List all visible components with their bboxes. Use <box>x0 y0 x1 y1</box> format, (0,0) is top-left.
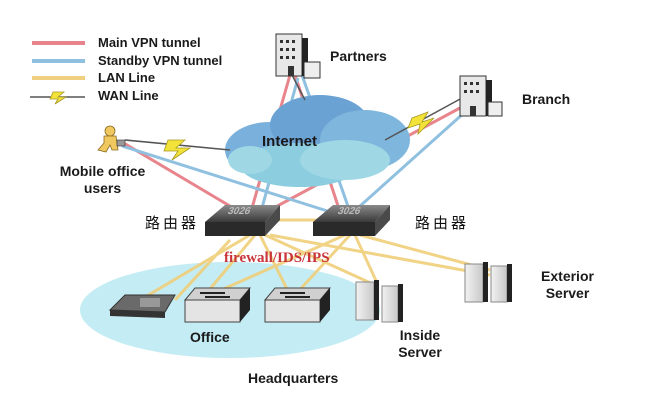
exterior-server-label: Exterior Server <box>530 268 605 302</box>
firewall-label: firewall/IDS/IPS <box>224 250 330 266</box>
internet-cloud <box>225 95 410 187</box>
exterior-server-icon <box>464 262 512 303</box>
switch-2-icon <box>263 287 332 323</box>
branch-label: Branch <box>522 91 571 107</box>
legend-standby-vpn: Standby VPN tunnel <box>98 53 223 68</box>
inside-server-icon <box>355 280 403 323</box>
exterior-server-line1: Exterior <box>541 268 594 284</box>
legend-main-vpn: Main VPN tunnel <box>98 35 201 50</box>
inside-server-line1: Inside <box>399 327 441 343</box>
headquarters-label: Headquarters <box>248 370 339 386</box>
router-right-icon <box>313 205 390 236</box>
partners-building-icon <box>275 33 321 79</box>
internet-label: Internet <box>262 133 318 150</box>
switch-1-icon <box>183 287 252 323</box>
router-left-label: 路由器 <box>145 214 200 232</box>
inside-server-line2: Server <box>398 344 442 360</box>
mobile-users-line2: users <box>83 180 122 196</box>
legend-wan-line: WAN Line <box>98 88 159 103</box>
router-right-label: 路由器 <box>415 214 470 232</box>
router-right-model: 3026 <box>335 206 363 217</box>
mobile-users-line1: Mobile office <box>59 163 146 179</box>
phone-icon <box>108 294 176 318</box>
router-left-model: 3026 <box>225 206 253 217</box>
router-left-icon <box>205 205 280 236</box>
wan-bolts <box>49 91 435 161</box>
office-label: Office <box>190 329 230 345</box>
lan-lines <box>139 218 491 302</box>
partners-label: Partners <box>330 48 387 64</box>
legend-lan-line: LAN Line <box>98 70 156 85</box>
branch-building-icon <box>459 75 503 117</box>
inside-server-label: Inside Server <box>385 327 455 361</box>
mobile-user-icon <box>97 125 126 153</box>
exterior-server-line2: Server <box>545 285 590 301</box>
mobile-users-label: Mobile office users <box>40 163 165 197</box>
legend-swatches <box>32 41 85 80</box>
